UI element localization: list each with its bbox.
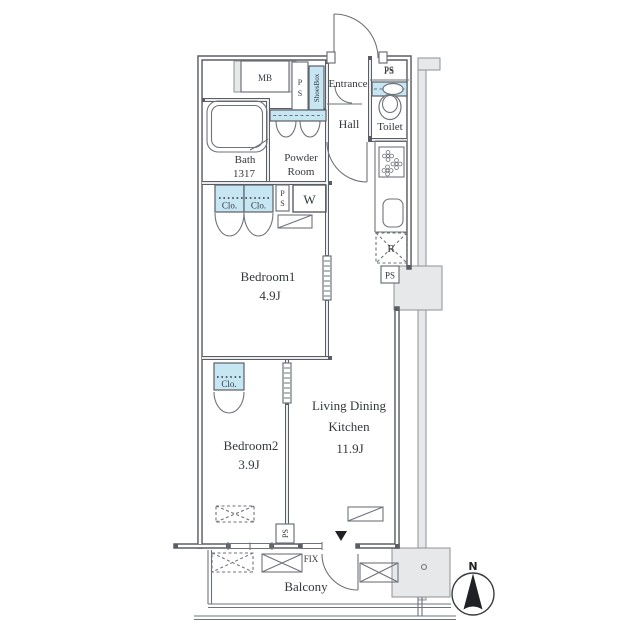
bedroom2-window: [227, 542, 273, 550]
bath-room: Bath 1317: [206, 100, 269, 180]
powder-room: Powder Room: [269, 109, 327, 178]
pipe-space-kitchen: PS: [380, 265, 400, 284]
bath-label: Bath: [235, 154, 256, 166]
shoes-box: ShoesBox: [308, 65, 325, 111]
refrigerator-space: R: [375, 232, 408, 264]
closet-label-3: Clo.: [221, 379, 236, 389]
folding-door: [243, 212, 274, 237]
entrance-door: [326, 13, 388, 105]
ldk-label-2: Kitchen: [328, 419, 370, 434]
pipe-space-entrance: P S: [291, 61, 309, 111]
north-label: N: [468, 560, 477, 573]
pipe-space-entrance-label-s: S: [298, 89, 302, 98]
bedroom2-size-label: 3.9J: [238, 457, 259, 472]
ldk-label-1: Living Dining: [312, 398, 387, 413]
bathtub: [206, 100, 268, 153]
bath-size-label: 1317: [233, 168, 256, 180]
party-wall-corner: [417, 57, 441, 71]
pipe-space-closet-label-p: P: [280, 189, 285, 198]
powder-room-label-1: Powder: [284, 152, 318, 164]
stove: [378, 146, 405, 178]
meter-box: MB: [233, 60, 297, 93]
powder-room-label-2: Room: [288, 166, 315, 178]
pipe-space-toilet-label: PS: [384, 66, 394, 76]
ldk-counter: [347, 506, 384, 522]
entrance-label: Entrance: [328, 78, 367, 90]
pillar-mid: [393, 265, 443, 311]
bedroom2-service-space: [215, 505, 255, 523]
balcony-label: Balcony: [284, 579, 328, 594]
boundary-pillars: [391, 57, 451, 601]
washing-machine-label: W: [303, 192, 316, 207]
pipe-space-kitchen-label: PS: [385, 271, 395, 281]
folding-door: [213, 391, 245, 414]
ac-unit-box-1: [261, 553, 303, 573]
sliding-door-bedroom1: [322, 255, 332, 301]
toilet-label: Toilet: [377, 121, 403, 133]
balcony-service-space: [211, 552, 254, 573]
stove-burner-icon: [390, 158, 403, 170]
fix-window-label: FIX: [304, 554, 319, 564]
hall-door: [326, 141, 368, 183]
pipe-space-top-label: PS: [384, 65, 394, 75]
hall-label: Hall: [339, 117, 360, 131]
closet-label-1: Clo.: [222, 201, 237, 211]
closet-main: Clo. Clo.: [214, 184, 274, 237]
toilet-tank: [382, 82, 404, 96]
pipe-space-entrance-label-p: P: [298, 78, 303, 87]
bedroom1-label: Bedroom1: [241, 269, 296, 284]
stove-burner-icon: [382, 150, 394, 162]
bedroom2-label: Bedroom2: [224, 438, 279, 453]
folding-door: [214, 212, 245, 237]
pipe-space-bottom: PS: [275, 523, 295, 544]
pillar-bottom: [391, 547, 451, 598]
entry-direction-marker: [335, 531, 347, 541]
toilet-room: PS Toilet: [370, 66, 409, 133]
shelf: [277, 214, 313, 229]
ldk-size-label: 11.9J: [336, 441, 363, 456]
pipe-space-closet: P S: [275, 184, 290, 212]
pipe-space-bottom-label: PS: [281, 529, 290, 538]
closet-bedroom2: Clo.: [213, 362, 245, 414]
balcony-door: [321, 553, 359, 591]
ac-unit-box-2: [359, 562, 399, 583]
balcony-railing: [194, 550, 456, 621]
kitchen-counter: R PS: [374, 140, 408, 284]
kitchen-sink: [382, 198, 404, 228]
refrigerator-label: R: [387, 243, 395, 255]
pipe-space-closet-label-s: S: [280, 199, 284, 208]
toilet-bowl: [378, 93, 402, 121]
shoes-box-label: ShoesBox: [313, 73, 321, 102]
balcony-partition-pin: [420, 563, 428, 571]
meter-box-label: MB: [258, 73, 272, 83]
washing-machine-space: W: [292, 184, 327, 213]
closet-label-2: Clo.: [251, 201, 266, 211]
north-compass-icon: N: [451, 560, 495, 616]
party-wall-strip: [417, 57, 427, 601]
stove-burner-icon: [381, 164, 394, 177]
fix-window: FIX: [300, 542, 323, 564]
bedroom1-size-label: 4.9J: [259, 288, 280, 303]
sliding-door-bedroom2: [282, 362, 292, 404]
